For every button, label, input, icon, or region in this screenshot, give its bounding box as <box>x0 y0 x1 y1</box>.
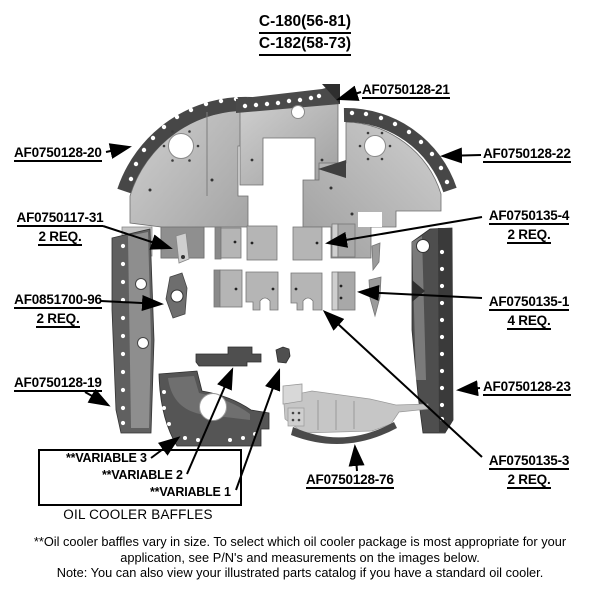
variable-callout-box <box>38 449 242 506</box>
part-label-af0750135-3: AF0750135-3 2 REQ. <box>483 453 575 491</box>
part-number: AF0750128-22 <box>483 146 571 163</box>
leader-af0750128-19 <box>84 388 111 407</box>
baffle-hole <box>364 135 386 157</box>
part-variable-1 <box>275 346 291 364</box>
part-af0750128-23 <box>411 227 454 434</box>
part-number: AF0750135-3 <box>488 453 570 470</box>
part-number: AF0750128-21 <box>362 82 450 99</box>
part-af0851700-96 <box>165 272 188 319</box>
variable-2-label: **VARIABLE 2 <box>102 468 183 482</box>
req-count: 2 REQ. <box>38 229 82 246</box>
part-label-af0750128-21: AF0750128-21 <box>362 82 450 99</box>
part-small-row-bottom <box>213 269 382 318</box>
leader-af0750117-31 <box>102 225 173 250</box>
part-label-af0750128-22: AF0750128-22 <box>483 146 571 163</box>
diagram-title-line2: C-182(58-73) <box>258 34 352 56</box>
leader-af0750128-23 <box>456 380 481 397</box>
part-af0750128-76 <box>282 383 429 444</box>
part-label-af0750135-4: AF0750135-4 2 REQ. <box>483 208 575 246</box>
part-label-af0750128-19: AF0750128-19 <box>14 375 102 392</box>
leader-af0851700-96 <box>100 295 164 312</box>
leader-variable-3 <box>150 436 181 459</box>
part-af0750128-20 <box>117 96 253 259</box>
leader-lines <box>84 85 483 491</box>
part-number: AF0750117-31 <box>16 210 104 227</box>
leader-af0750128-22 <box>440 147 482 164</box>
footnote-line-2: application, see P/N's and measurements … <box>120 549 480 565</box>
variable-box-caption: OIL COOLER BAFFLES <box>63 507 213 522</box>
baffle-hole <box>199 393 227 421</box>
diagram-title: C-180(56-81) C-182(58-73) <box>210 12 400 56</box>
variable-1-label: **VARIABLE 1 <box>150 485 231 499</box>
part-small-row-top <box>214 223 381 272</box>
part-number: AF0750128-19 <box>14 375 102 392</box>
leader-af0750135-1 <box>357 284 483 301</box>
leader-af0750128-21 <box>336 85 362 101</box>
part-number: AF0750128-23 <box>483 379 571 396</box>
part-number: AF0851700-96 <box>14 292 102 309</box>
footnote: **Oil cooler baffles vary in size. To se… <box>0 534 600 581</box>
part-af0750128-19 <box>111 228 155 434</box>
part-label-af0750135-1: AF0750135-1 4 REQ. <box>483 294 575 332</box>
leader-variable-1 <box>235 368 281 491</box>
baffle-hole <box>168 133 194 159</box>
part-number: AF0750135-4 <box>488 208 570 225</box>
leader-af0750128-20 <box>105 143 132 159</box>
leader-variable-2 <box>186 367 234 475</box>
part-label-af0750128-23: AF0750128-23 <box>483 379 571 396</box>
part-variable-3 <box>158 370 270 447</box>
req-count: 4 REQ. <box>507 313 551 330</box>
variable-3-label: **VARIABLE 3 <box>66 451 147 465</box>
part-number: AF0750128-76 <box>306 472 394 489</box>
leader-af0750128-76 <box>348 444 365 472</box>
req-count: 2 REQ. <box>507 472 551 489</box>
part-variable-2 <box>195 346 262 367</box>
part-label-af0750128-20: AF0750128-20 <box>14 145 102 162</box>
part-af0750128-21 <box>236 84 340 186</box>
req-count: 2 REQ. <box>507 227 551 244</box>
part-label-af0750128-76: AF0750128-76 <box>306 472 394 489</box>
part-label-af0851700-96: AF0851700-96 2 REQ. <box>10 292 106 330</box>
part-label-af0750117-31: AF0750117-31 2 REQ. <box>12 210 108 248</box>
diagram-title-line1: C-180(56-81) <box>258 12 352 34</box>
part-number: AF0750135-1 <box>488 294 570 311</box>
req-count: 2 REQ. <box>36 311 80 328</box>
leader-af0750135-4 <box>325 216 483 248</box>
footnote-line-1: **Oil cooler baffles vary in size. To se… <box>33 534 567 549</box>
footnote-line-3: Note: You can also view your illustrated… <box>56 565 544 580</box>
leader-af0750135-3 <box>322 309 483 458</box>
part-number: AF0750128-20 <box>14 145 102 162</box>
part-af0750117-31 <box>175 232 190 264</box>
